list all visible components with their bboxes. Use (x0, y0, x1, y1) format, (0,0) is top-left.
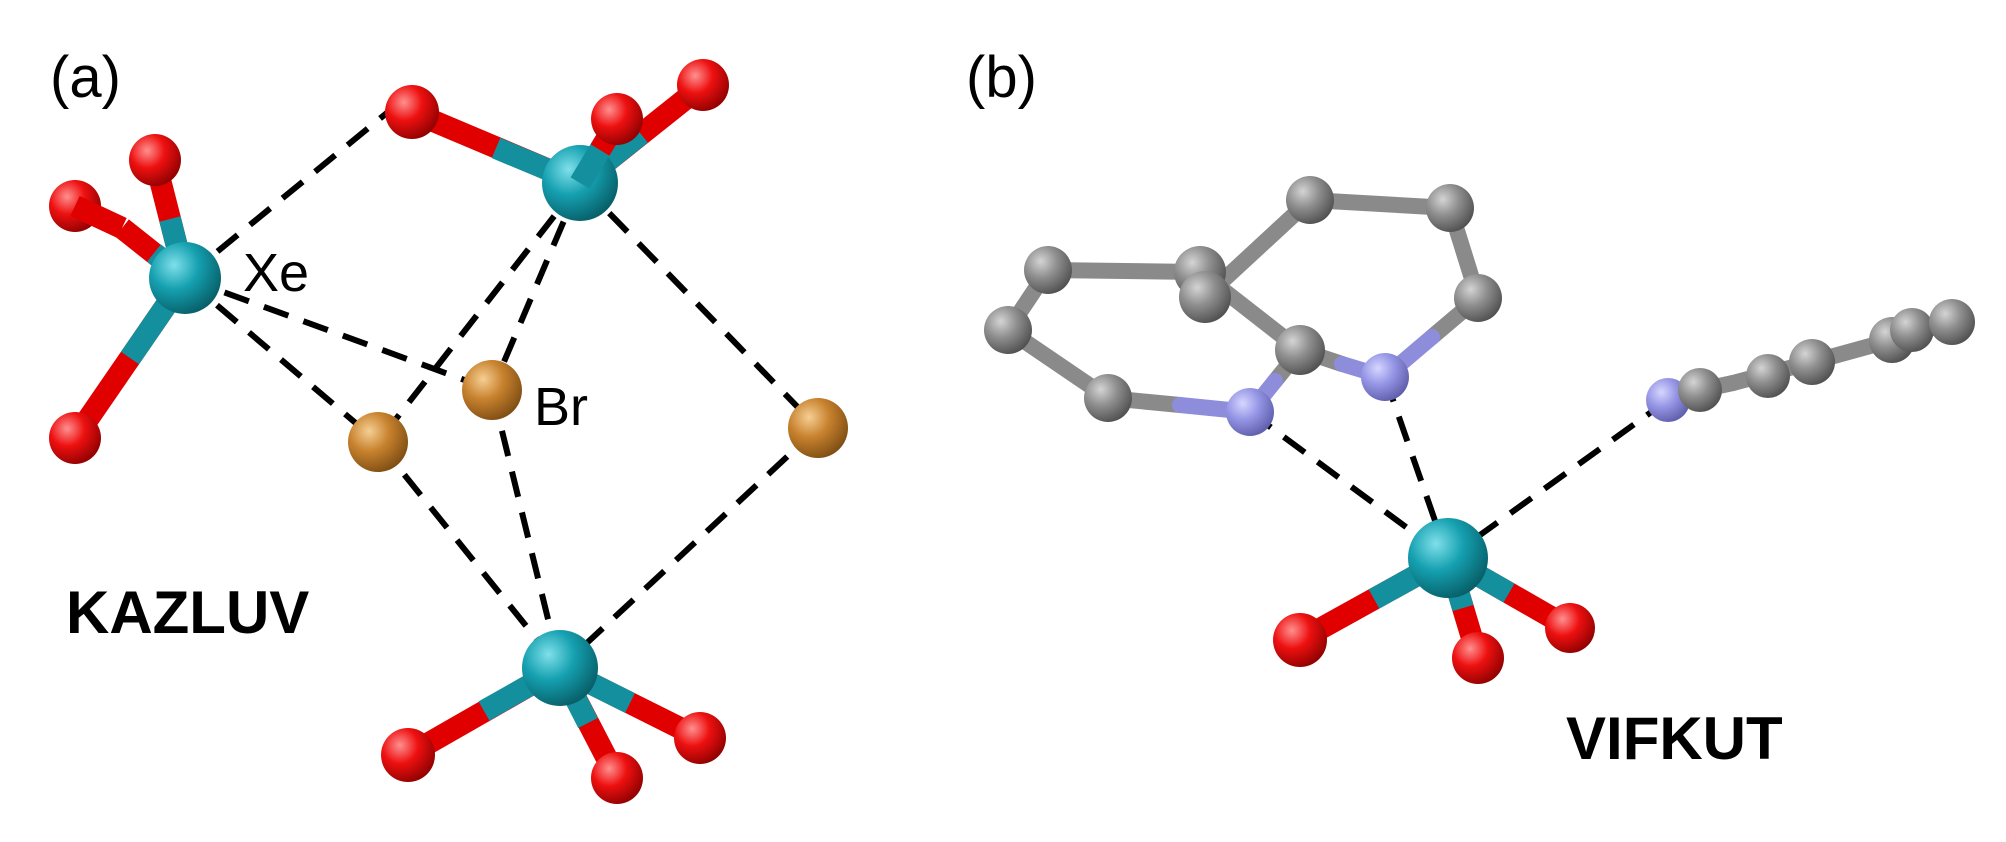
oxygen-atom (49, 412, 101, 464)
bromine-atom (788, 398, 848, 458)
carbon-atom (1789, 339, 1835, 385)
panel-a-contacts (183, 109, 821, 671)
nitrogen-atom (1226, 388, 1274, 436)
xeo3-molecule-top (385, 59, 729, 221)
oxygen-atom (1273, 613, 1327, 667)
oxygen-atom (591, 93, 643, 145)
carbon-atom (1426, 184, 1474, 232)
panel-a-label: (a) (50, 45, 121, 110)
bromine-atom-label: Br (534, 377, 588, 437)
panel-a-structure (49, 59, 848, 804)
xeo3-molecule-left (49, 134, 221, 464)
carbon-atom (1275, 325, 1325, 375)
oxygen-atom (381, 728, 435, 782)
bromine-atom (462, 360, 522, 420)
bromine-atom (348, 412, 408, 472)
oxygen-atom (129, 134, 181, 186)
carbon-atom (1929, 299, 1975, 345)
nitrile-atoms (1646, 299, 1975, 422)
carbon-atom (1084, 374, 1132, 422)
bipyridine-atoms (984, 176, 1502, 436)
oxygen-atom (677, 59, 729, 111)
xenon-atom (1408, 518, 1488, 598)
panel-b-code-label: VIFKUT (1566, 705, 1783, 772)
carbon-atom (1024, 246, 1072, 294)
oxygen-atom (674, 712, 726, 764)
xenon-atom-label: Xe (243, 243, 310, 303)
carbon-atom (1746, 354, 1790, 398)
carbon-atom (1286, 176, 1334, 224)
panel-b-contacts (1248, 376, 1670, 561)
panel-b-structure (984, 176, 1975, 684)
oxygen-atom (385, 85, 439, 139)
carbon-atom (1179, 271, 1231, 323)
oxygen-atom (1545, 603, 1595, 653)
panel-b-label: (b) (966, 45, 1037, 110)
panel-a-code-label: KAZLUV (66, 579, 310, 646)
xeo3-molecule-b (1273, 518, 1595, 684)
carbon-atom (1890, 308, 1934, 352)
nitrogen-atom (1361, 353, 1409, 401)
xenon-atom (149, 242, 221, 314)
oxygen-atom (1452, 632, 1504, 684)
carbon-atom (984, 306, 1032, 354)
xeo3-molecule-bottom (381, 630, 726, 804)
xenon-atom (522, 630, 598, 706)
carbon-atom (1678, 368, 1722, 412)
carbon-atom (1454, 274, 1502, 322)
oxygen-atom (591, 752, 643, 804)
